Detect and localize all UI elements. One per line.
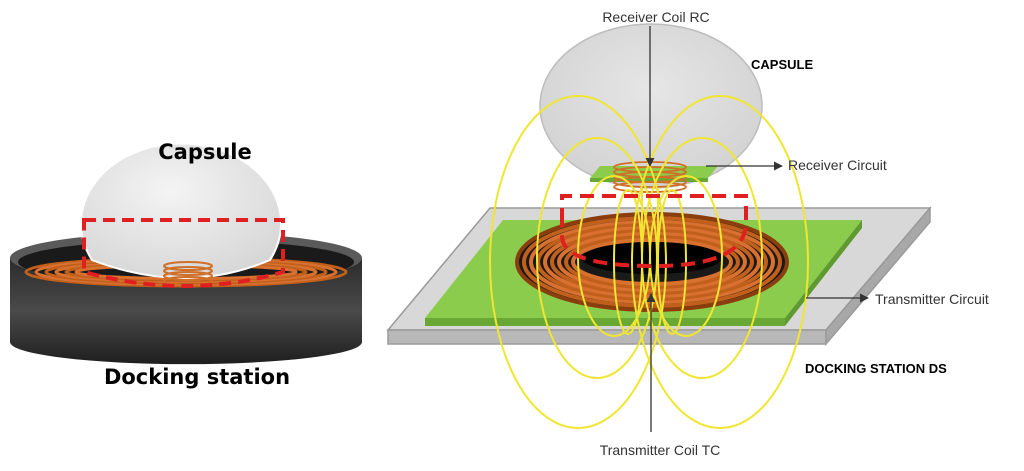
transmitter-coil-label: Transmitter Coil TC <box>600 442 721 458</box>
left-capsule-label: Capsule <box>158 140 252 164</box>
left-highlight-box <box>82 218 285 288</box>
right-highlight-box <box>560 194 748 269</box>
left-receiver-coil <box>163 261 213 286</box>
docking-station-label: DOCKING STATION DS <box>805 361 947 376</box>
leader-lines <box>645 26 869 432</box>
magnetic-field-lines <box>489 95 809 429</box>
receiver-coil-label: Receiver Coil RC <box>602 9 709 25</box>
right-illustration: Receiver Coil RC CAPSULE Receiver Circui… <box>386 9 989 458</box>
left-capsule-shell <box>80 142 282 279</box>
left-illustration: Capsule Docking station <box>10 140 362 389</box>
capsule-label: CAPSULE <box>751 57 813 72</box>
right-capsule-shell <box>539 23 763 189</box>
transmitter-circuit-label: Transmitter Circuit <box>875 291 989 307</box>
receiver-coil <box>613 161 687 193</box>
left-docking-label: Docking station <box>104 365 290 389</box>
receiver-circuit-label: Receiver Circuit <box>788 157 887 173</box>
